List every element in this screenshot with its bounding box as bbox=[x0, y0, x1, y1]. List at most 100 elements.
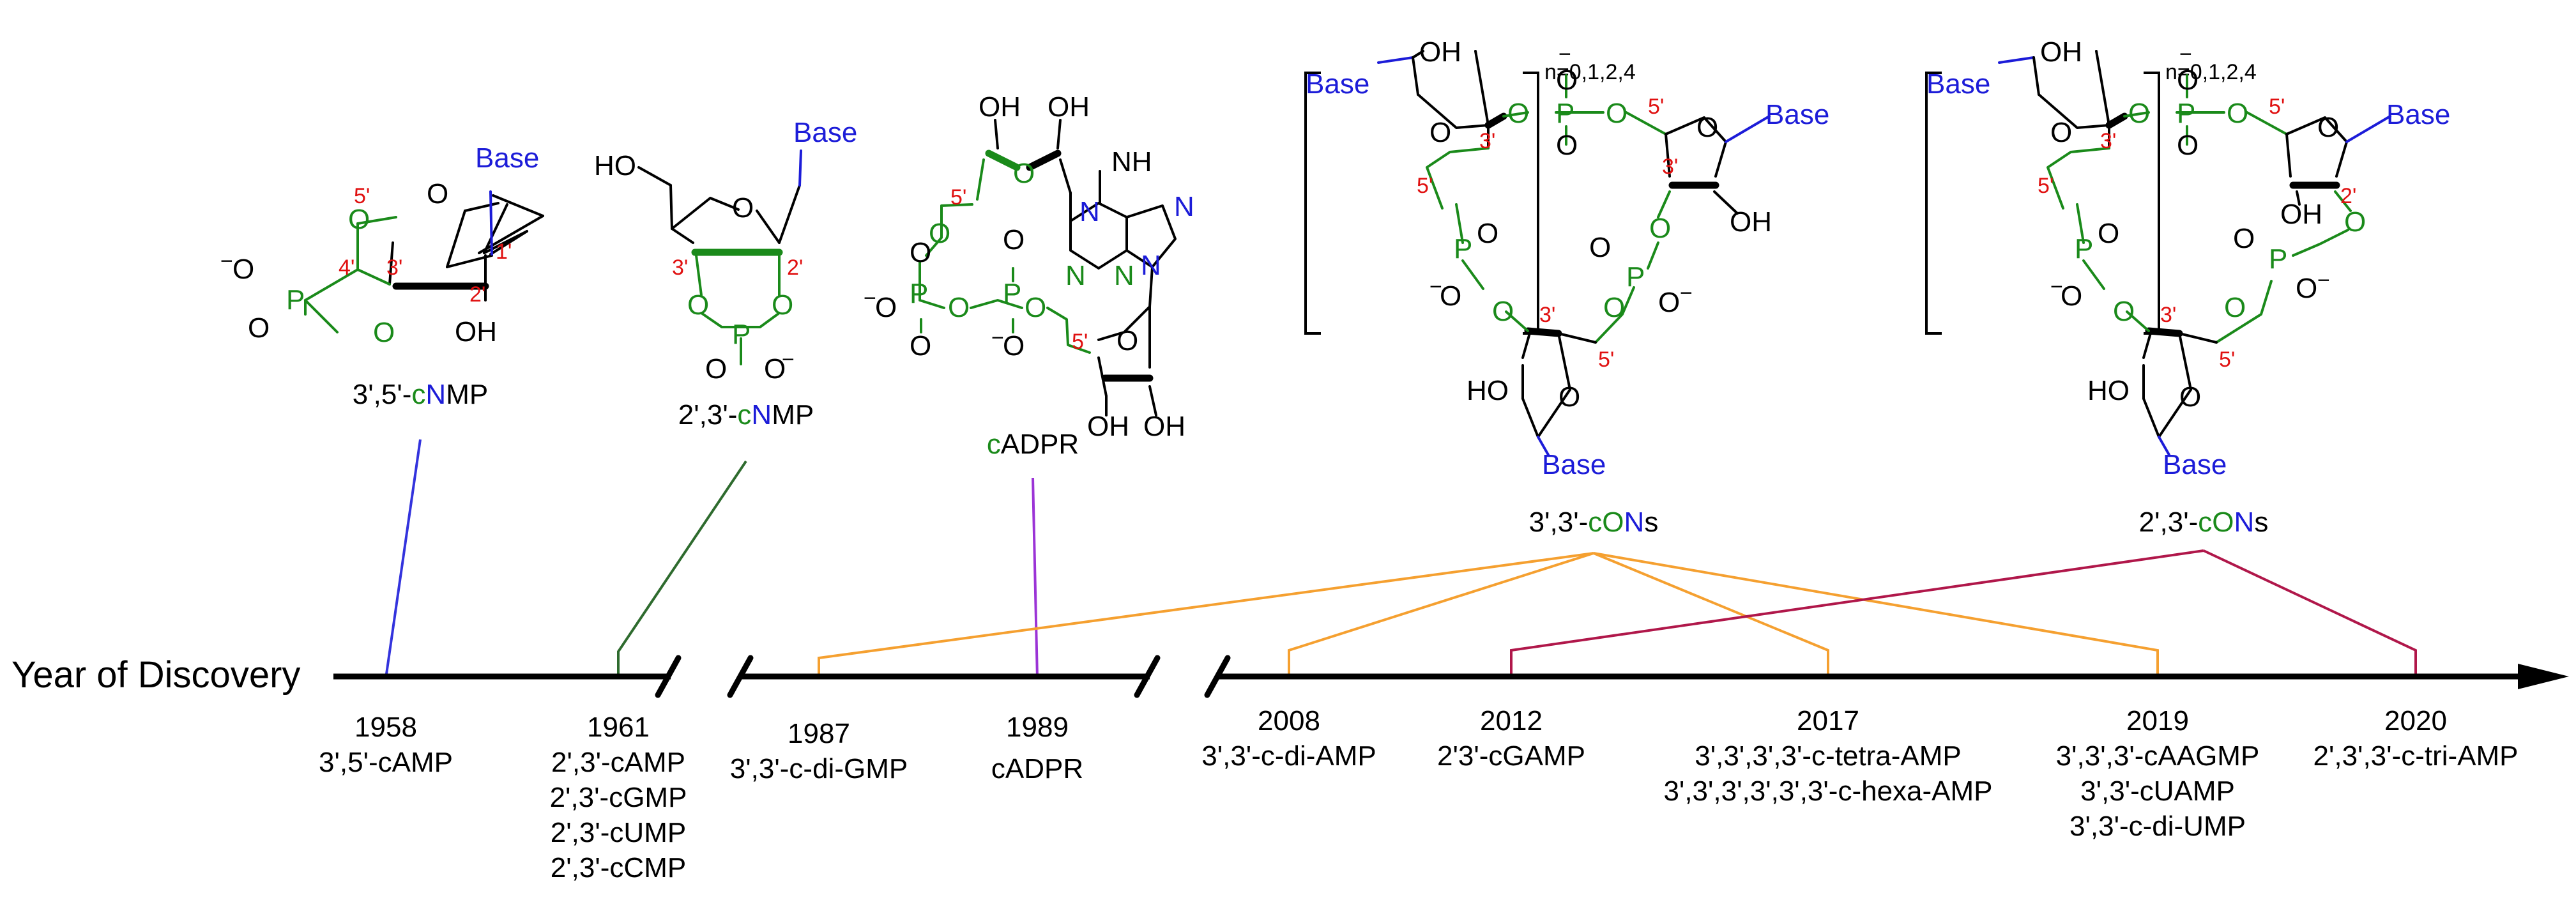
connector-1958 bbox=[385, 439, 422, 679]
pos-5-bottom: 5' bbox=[1072, 330, 1088, 354]
ring-oxygen: O bbox=[427, 178, 448, 210]
oxygen-2: O bbox=[772, 289, 793, 321]
pos-3-lower: 3' bbox=[2160, 303, 2176, 327]
hydroxyl-lower: HO bbox=[2087, 375, 2130, 406]
o-left-low: O bbox=[1492, 296, 1514, 327]
p-right-charge: − bbox=[2317, 268, 2330, 293]
event-compound: 2',3',3'-c-tri-AMP bbox=[2313, 740, 2518, 772]
event-1961: 1961 2',3'-cAMP 2',3'-cGMP 2',3'-cUMP 2'… bbox=[550, 712, 687, 883]
event-compound: 3',3',3'-cAAGMP bbox=[2056, 740, 2260, 772]
hydroxyl-right: OH bbox=[1730, 206, 1772, 238]
hydroxyl-b: OH bbox=[1048, 91, 1090, 123]
hydroxyl-right: OH bbox=[2280, 199, 2322, 230]
structure-3-3-cons: n=0,1,2,4 Base OH bbox=[1304, 36, 1829, 538]
event-1987: 1987 3',3'-c-di-GMP bbox=[730, 718, 908, 784]
pos-2: 2' bbox=[787, 256, 803, 280]
p-left-anion: O bbox=[1440, 280, 1461, 312]
event-year: 2020 bbox=[2384, 705, 2447, 737]
nitrogen-e: N bbox=[1141, 250, 1161, 281]
pos-5-lower: 5' bbox=[2219, 348, 2235, 372]
repeat-count: n=0,1,2,4 bbox=[2165, 60, 2257, 84]
timeline-events: 1958 3',5'-cAMP 1961 2',3'-cAMP 2',3'-cG… bbox=[319, 705, 2519, 883]
nitrogen-d: N bbox=[1065, 260, 1086, 291]
connector-1961 bbox=[617, 460, 747, 678]
p2-charge: − bbox=[991, 326, 1004, 350]
pos-2: 2' bbox=[469, 282, 485, 307]
event-compound: 3',3'-c-di-GMP bbox=[730, 753, 908, 784]
event-year: 2019 bbox=[2126, 705, 2189, 737]
repeat-count: n=0,1,2,4 bbox=[1544, 60, 1636, 84]
base-ul: Base bbox=[1306, 68, 1369, 100]
phosphoryl-oxygen: O bbox=[248, 312, 270, 344]
event-year: 2008 bbox=[1258, 705, 1320, 737]
pos-3-ul: 3' bbox=[2100, 129, 2116, 153]
o-ul: O bbox=[1507, 98, 1529, 129]
event-year: 1987 bbox=[788, 718, 850, 749]
event-year: 1961 bbox=[587, 712, 650, 743]
structure-name: 3',3'-cONs bbox=[1529, 507, 1659, 538]
p-left: P bbox=[1454, 233, 1472, 264]
event-1989: 1989 cADPR bbox=[991, 712, 1083, 784]
ring-oxygen-top: O bbox=[1013, 158, 1035, 189]
event-compound: 3',3'-c-di-AMP bbox=[1201, 740, 1376, 772]
hydroxyl-d: OH bbox=[1143, 411, 1185, 442]
o-top-eq: O bbox=[2177, 65, 2199, 96]
o-top-eq: O bbox=[1556, 65, 1578, 96]
event-compound: 3',5'-cAMP bbox=[319, 747, 453, 778]
p1-oxo-low: O bbox=[910, 330, 931, 362]
p-left-oxo: O bbox=[1477, 218, 1498, 249]
p-right-anion: O bbox=[2296, 273, 2317, 304]
p-right: P bbox=[2269, 243, 2287, 275]
bracket-left bbox=[1304, 72, 1321, 335]
structure-name: 2',3'-cONs bbox=[2139, 507, 2269, 538]
ring-o-ul: O bbox=[1429, 117, 1451, 148]
oxygen-3: O bbox=[687, 289, 709, 321]
base-lower: Base bbox=[2163, 449, 2227, 480]
anionic-oxygen: O bbox=[764, 353, 786, 385]
base-ul: Base bbox=[1926, 68, 1990, 100]
structure-2-3-cnmp: HO Base O O O P O O − 3' 2' 2',3'-cNMP bbox=[594, 117, 857, 431]
imine-nh: NH bbox=[1111, 146, 1152, 178]
structure-cadpr: OH OH O NH N N N N N 5' O P O P O O O O … bbox=[864, 91, 1194, 460]
phosphorus-2: P bbox=[1003, 278, 1021, 309]
oxygen-3: O bbox=[373, 317, 395, 348]
p-right: P bbox=[1626, 261, 1645, 293]
ring-oxygen-bottom: O bbox=[1117, 325, 1138, 356]
pos-3-right: 3' bbox=[1662, 155, 1678, 179]
hydroxyl-ul: OH bbox=[2040, 36, 2082, 68]
event-year: 1989 bbox=[1006, 712, 1069, 743]
event-year: 2012 bbox=[1480, 705, 1543, 737]
structure-name: 3',5'-cNMP bbox=[353, 379, 488, 410]
connector-lines bbox=[385, 439, 2417, 679]
phosphoryl-oxygen: O bbox=[705, 353, 727, 385]
connector-2019 bbox=[1593, 552, 2159, 678]
p-top: P bbox=[2177, 98, 2195, 129]
ring-o-lower: O bbox=[1559, 381, 1580, 413]
base-label: Base bbox=[475, 142, 539, 174]
connector-2017 bbox=[1593, 552, 1829, 678]
base-right: Base bbox=[1765, 99, 1829, 130]
event-compound: 3',3'-c-di-UMP bbox=[2069, 811, 2246, 842]
p-right-oxo: O bbox=[2233, 223, 2255, 254]
o-right: O bbox=[1649, 213, 1671, 244]
event-compound: cADPR bbox=[991, 753, 1083, 784]
event-compound: 2',3'-cCMP bbox=[551, 852, 686, 883]
event-2012: 2012 2'3'-cGAMP bbox=[1437, 705, 1585, 772]
p2-anion: O bbox=[1003, 330, 1025, 362]
base-label: Base bbox=[793, 117, 857, 148]
connector-2008 bbox=[1288, 552, 1594, 678]
pos-5-ul: 5' bbox=[1417, 174, 1433, 198]
pos-5-top: 5' bbox=[950, 185, 966, 210]
p1-charge: − bbox=[864, 286, 876, 310]
axis-break-3 bbox=[1134, 655, 1161, 698]
event-compound: 3',3'-cUAMP bbox=[2080, 775, 2235, 807]
event-2020: 2020 2',3',3'-c-tri-AMP bbox=[2313, 705, 2518, 772]
connector-1989 bbox=[1032, 477, 1039, 679]
p1-oxo: O bbox=[910, 237, 931, 268]
nitrogen-c: N bbox=[1114, 260, 1134, 291]
pos-1: 1' bbox=[496, 240, 512, 264]
nitrogen-a: N bbox=[1174, 191, 1194, 222]
o-right: O bbox=[2344, 206, 2366, 238]
o-lower: O bbox=[1603, 292, 1625, 323]
ester-oxygen-2: O bbox=[1025, 292, 1046, 323]
